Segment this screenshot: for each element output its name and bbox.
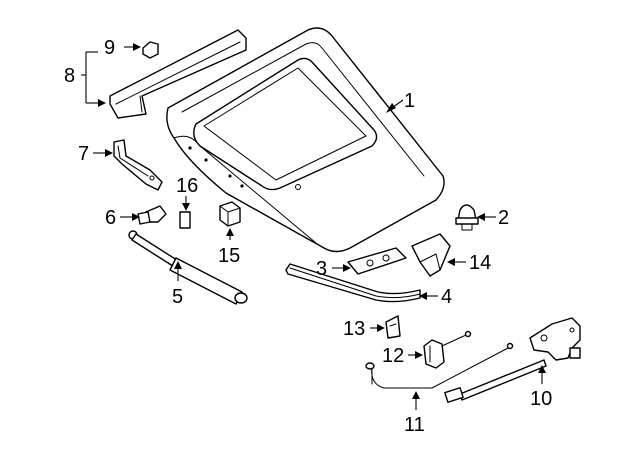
callout-7: 7 [78, 143, 89, 165]
callout-6: 6 [105, 207, 116, 229]
callout-3: 3 [316, 258, 327, 280]
grommet-part [455, 204, 479, 231]
hinge-arm-part [113, 139, 163, 191]
callout-13: 13 [343, 318, 365, 340]
callout-12: 12 [382, 345, 404, 367]
clip-part [385, 315, 401, 339]
trunk-lid-part [166, 27, 445, 253]
callout-2: 2 [498, 207, 509, 229]
callout-14: 14 [469, 252, 491, 274]
hinge-bracket-part [109, 29, 247, 119]
callout-8: 8 [64, 65, 75, 87]
leader-lines [81, 43, 546, 410]
lift-support-part [128, 230, 248, 305]
callout-10: 10 [530, 388, 552, 410]
release-cable-part [365, 342, 514, 389]
callout-16: 16 [176, 175, 198, 197]
callout-15: 15 [218, 245, 240, 267]
callout-11: 11 [404, 414, 425, 436]
label-part [179, 211, 191, 229]
lock-cover-part [411, 233, 451, 277]
bumper-block-part [219, 201, 241, 227]
callout-5: 5 [172, 286, 183, 308]
callout-9: 9 [104, 37, 115, 59]
striker-plate-part [347, 247, 407, 275]
callout-4: 4 [441, 286, 452, 308]
weatherstrip-part [285, 263, 421, 303]
callout-labels: 1 2 3 4 5 6 7 8 9 10 11 12 13 14 15 16 [64, 37, 552, 436]
trunk-latch-part [444, 317, 581, 403]
callout-1: 1 [404, 90, 415, 112]
cable-guide-part [423, 330, 472, 369]
bumper-stop-part [137, 205, 167, 225]
